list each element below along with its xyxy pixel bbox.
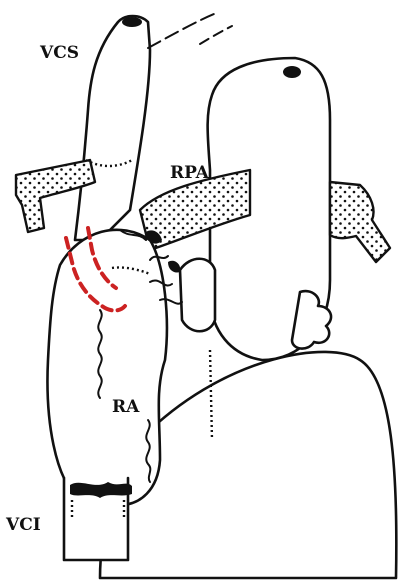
pulmonary-trunk <box>180 259 215 332</box>
graft-dashes-top-2 <box>200 26 232 44</box>
superior-vena-cava <box>75 16 150 240</box>
vcs-opening <box>122 17 142 27</box>
label-ra: RA <box>112 397 140 417</box>
pulmonary-branch-right <box>330 182 390 262</box>
label-rpa: RPA <box>170 163 210 183</box>
label-vci: VCI <box>5 515 41 535</box>
graft-dashes-top <box>148 14 214 48</box>
label-vcs: VCS <box>39 43 79 63</box>
aorta-opening <box>283 66 301 78</box>
